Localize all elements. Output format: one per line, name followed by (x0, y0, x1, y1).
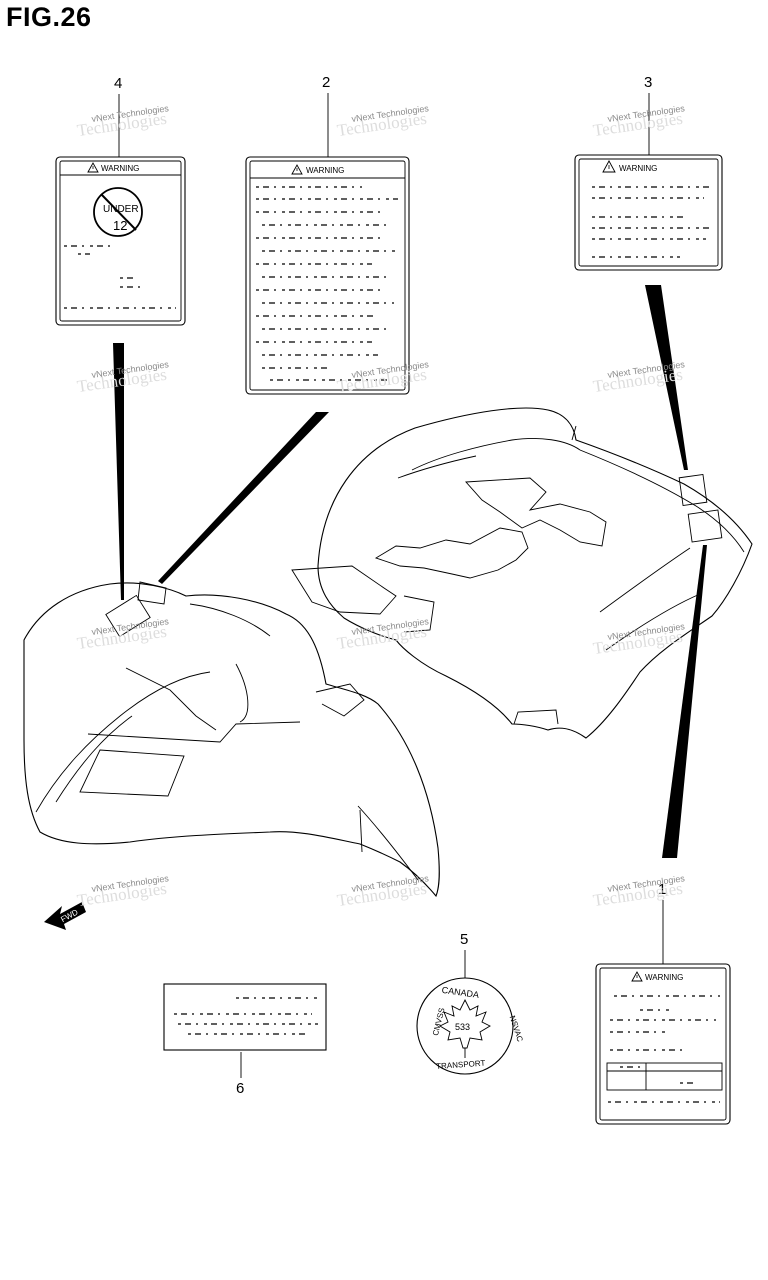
canada-text: CANADA (441, 985, 480, 1000)
canada-outer-circle (416, 977, 514, 1075)
label-3-position (678, 473, 708, 507)
label-4-warning-under-12[interactable]: WARNING UNDER 12 (55, 156, 186, 326)
label-1-frame (595, 963, 731, 1125)
canada-number-text: 533 (455, 1022, 470, 1032)
transport-text: TRANSPORT (436, 1059, 486, 1071)
label-5-canada[interactable]: CANADA CMVSS NSVAC TRANSPORT 533 (416, 977, 525, 1075)
label-3-warning-text: WARNING (619, 164, 657, 173)
label-4-position (105, 594, 151, 638)
label-2-warning-text-heading: WARNING (306, 166, 344, 175)
callout-6[interactable]: 6 (236, 1052, 244, 1097)
callout-number-5: 5 (460, 931, 468, 948)
front-fender-drawing (23, 581, 440, 898)
label-6-frame (163, 983, 327, 1051)
label-1-table (606, 1062, 723, 1091)
figure-title: FIG.26 (6, 2, 92, 32)
label-6[interactable] (163, 983, 327, 1051)
callout-number-4: 4 (114, 75, 122, 92)
callout-number-3: 3 (644, 74, 652, 91)
rear-fender-drawing (291, 407, 753, 739)
callout-number-2: 2 (322, 74, 330, 91)
callout-3[interactable]: 3 (644, 74, 652, 155)
label-4-inner-frame (59, 160, 182, 322)
cmvss-text: CMVSS (431, 1007, 447, 1037)
callout-number-6: 6 (236, 1080, 244, 1097)
under-text: UNDER (103, 204, 139, 215)
label-1-warning-table[interactable]: WARNING (595, 963, 731, 1125)
warning-triangle-icon (87, 162, 99, 173)
under-age-text: 12 (113, 218, 127, 233)
warning-triangle-icon (631, 971, 643, 982)
label-2-frame (245, 156, 410, 395)
leader-wedge-3 (645, 285, 688, 470)
label-2-warning-text[interactable]: WARNING (245, 156, 410, 395)
warning-triangle-icon (291, 164, 303, 175)
watermarks: Technologies vNext Technologies Technolo… (76, 103, 686, 910)
label-2-body-text (256, 186, 398, 381)
callout-1[interactable]: 1 (658, 881, 666, 964)
label-3-warning[interactable]: WARNING (574, 154, 723, 271)
label-1-inner-frame (599, 967, 727, 1121)
leader-wedge-1 (662, 545, 707, 858)
label-3-inner-frame (578, 158, 719, 267)
nsvac-text: NSVAC (508, 1014, 525, 1043)
callout-4[interactable]: 4 (114, 75, 122, 157)
label-1-warning-text: WARNING (645, 973, 683, 982)
leader-wedge-2 (158, 412, 329, 584)
label-4-warning-text: WARNING (101, 164, 139, 173)
callout-5[interactable]: 5 (460, 931, 468, 978)
warning-triangle-icon (602, 160, 616, 173)
label-1-position (687, 509, 723, 543)
label-4-frame (55, 156, 186, 326)
callout-2[interactable]: 2 (322, 74, 330, 157)
callout-number-1: 1 (658, 881, 666, 898)
label-3-frame (574, 154, 723, 271)
no-under-12-icon: UNDER 12 (93, 187, 143, 237)
label-2-inner-frame (249, 160, 406, 391)
leader-wedge-4 (113, 343, 124, 600)
